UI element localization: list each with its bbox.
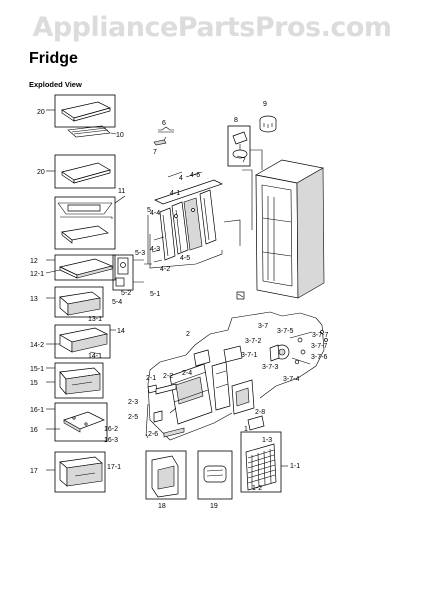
label-5-1: 5-1	[150, 291, 160, 298]
label-3-7-1: 3-7-1	[241, 352, 257, 359]
label-5-3: 5-3	[135, 250, 145, 257]
part-11-shelf-assembly	[54, 195, 126, 250]
label-1: 1	[244, 426, 248, 433]
fridge-cabinet	[223, 149, 325, 299]
part-2-small-parts	[145, 383, 265, 439]
label-4-1: 4-1	[170, 190, 180, 197]
part-18-cover	[145, 450, 187, 500]
part-16-drawer-rail-cover	[46, 402, 108, 442]
label-3-7: 3-7	[258, 323, 268, 330]
part-15-vegetable-drawer	[46, 362, 104, 399]
label-2-2: 2-2	[163, 373, 173, 380]
label-3-7-2: 3-7-2	[245, 338, 261, 345]
part-9-fan-cap	[259, 115, 277, 133]
label-16: 16	[30, 427, 38, 434]
label-4-3: 4-3	[150, 246, 160, 253]
watermark: AppliancePartsPros.com	[32, 12, 392, 43]
label-17: 17	[30, 468, 38, 475]
label-14-1: 14-1	[88, 353, 102, 360]
label-20-top: 20	[37, 109, 45, 116]
part-4-duct-assembly	[149, 171, 223, 269]
label-16-2: 16-2	[104, 426, 118, 433]
diagram-subtitle: Exploded View	[29, 80, 82, 89]
label-3-7-3: 3-7-3	[262, 364, 278, 371]
label-2-5: 2-5	[128, 414, 138, 421]
label-13-1: 13-1	[88, 316, 102, 323]
part-1-evaporator-assembly	[240, 431, 288, 493]
label-4-2: 4-2	[160, 266, 170, 273]
label-19: 19	[210, 503, 218, 510]
label-3-7-4: 3-7-4	[283, 376, 299, 383]
label-2-8: 2-8	[255, 409, 265, 416]
label-8: 8	[234, 117, 238, 124]
label-20-second: 20	[37, 169, 45, 176]
label-3-7-7: 3-7-7	[311, 343, 327, 350]
label-7: 7	[153, 149, 157, 156]
part-10-wire-rack	[67, 125, 117, 138]
label-5: 5	[147, 207, 151, 214]
label-12-1: 12-1	[30, 271, 44, 278]
label-4-4: 4-4	[150, 210, 160, 217]
label-14-2: 14-2	[30, 342, 44, 349]
label-3-7-6: 3-7-6	[311, 354, 327, 361]
label-14: 14	[117, 328, 125, 335]
part-labels: 20 10 20 11 12 12-1 13 13-1 14 14-2 14-1…	[30, 101, 328, 510]
label-12: 12	[30, 258, 38, 265]
label-5-4: 5-4	[112, 299, 122, 306]
label-1-3: 1-3	[262, 437, 272, 444]
label-10: 10	[116, 132, 124, 139]
label-16-1: 16-1	[30, 407, 44, 414]
label-17-1: 17-1	[107, 464, 121, 471]
label-16-3: 16-3	[104, 437, 118, 444]
part-19-case	[197, 450, 233, 500]
part-20-shelf-second	[46, 154, 116, 189]
part-3-7-fan-motor-assembly	[269, 330, 328, 365]
label-2-3: 2-3	[128, 399, 138, 406]
label-2-4: 2-4	[182, 370, 192, 377]
label-15: 15	[30, 380, 38, 387]
label-18: 18	[158, 503, 166, 510]
label-1-1: 1-1	[290, 463, 300, 470]
part-14-drawer-cover-glass	[46, 324, 116, 359]
label-4: 4	[179, 175, 183, 182]
label-13: 13	[30, 296, 38, 303]
label-2: 2	[186, 331, 190, 338]
label-5-2: 5-2	[121, 290, 131, 297]
label-3-7-5: 3-7-5	[277, 328, 293, 335]
label-9: 9	[263, 101, 267, 108]
part-12-drawer-cover	[45, 254, 116, 281]
part-5-damper-assembly	[112, 215, 152, 291]
label-2-6: 2-6	[148, 431, 158, 438]
part-8-damper-motor	[227, 125, 251, 167]
part-17-bottom-drawer	[46, 451, 106, 493]
part-20-shelf-top	[46, 94, 116, 128]
label-11: 11	[118, 188, 125, 195]
label-4-6: 4-6	[190, 172, 200, 179]
small-bracket-part	[236, 291, 245, 300]
page-title: Fridge	[29, 50, 78, 67]
part-6-7-bracket	[153, 126, 174, 146]
part-2-evaporator-cover-assembly	[147, 311, 325, 441]
label-3-7-7-top: 3-7-7	[312, 332, 328, 339]
label-6: 6	[162, 120, 166, 127]
label-2-1: 2-1	[146, 375, 156, 382]
label-4-5: 4-5	[180, 255, 190, 262]
label-15-1: 15-1	[30, 366, 44, 373]
label-1-2: 1-2	[252, 485, 262, 492]
part-13-crisper-drawer	[46, 286, 104, 318]
